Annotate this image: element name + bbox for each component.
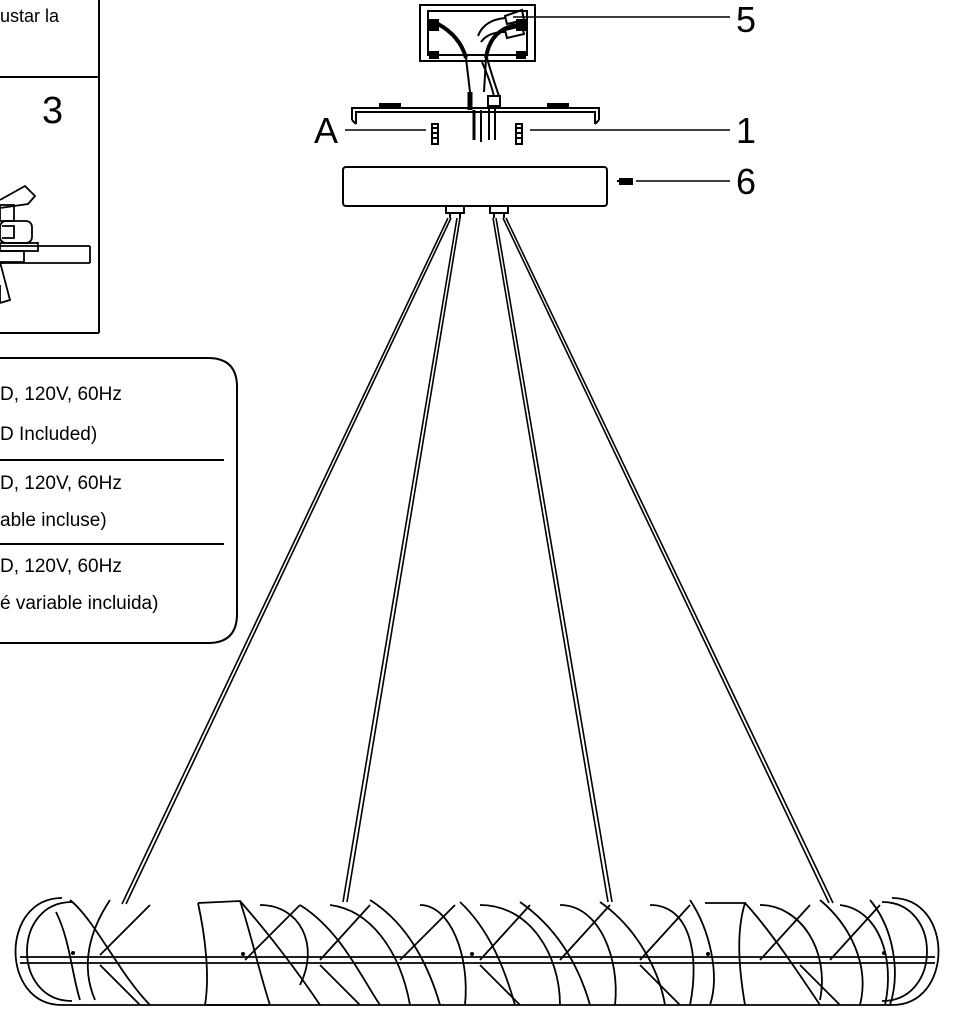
spec-english-line2: D Included) — [0, 424, 98, 445]
screw-a — [431, 123, 439, 145]
spec-spanish-line1: D, 120V, 60Hz — [0, 556, 122, 577]
callout-1: 1 — [736, 110, 757, 151]
spec-french-line2: able incluse) — [0, 510, 107, 531]
spec-french-line1: D, 120V, 60Hz — [0, 473, 122, 494]
spec-english-line1: D, 120V, 60Hz — [0, 384, 122, 405]
suspension-cables — [121, 217, 834, 905]
led-ring — [14, 897, 940, 1006]
callout-a: A — [314, 110, 339, 151]
screw-1 — [515, 123, 523, 145]
lead-wires — [472, 108, 496, 142]
callout-5: 5 — [736, 0, 757, 40]
set-screw-6 — [617, 178, 633, 185]
junction-box — [419, 4, 536, 110]
step-panel-text: ustar la — [0, 6, 60, 26]
callout-6: 6 — [736, 161, 757, 202]
canopy — [342, 166, 608, 218]
spec-spanish-line2: é variable incluida) — [0, 593, 159, 614]
step-panel — [0, 0, 100, 334]
spec-box — [0, 357, 238, 644]
step-3-detail — [0, 184, 91, 304]
step-number: 3 — [42, 90, 64, 132]
leader-lines — [345, 16, 730, 182]
ring-dots — [71, 951, 886, 956]
